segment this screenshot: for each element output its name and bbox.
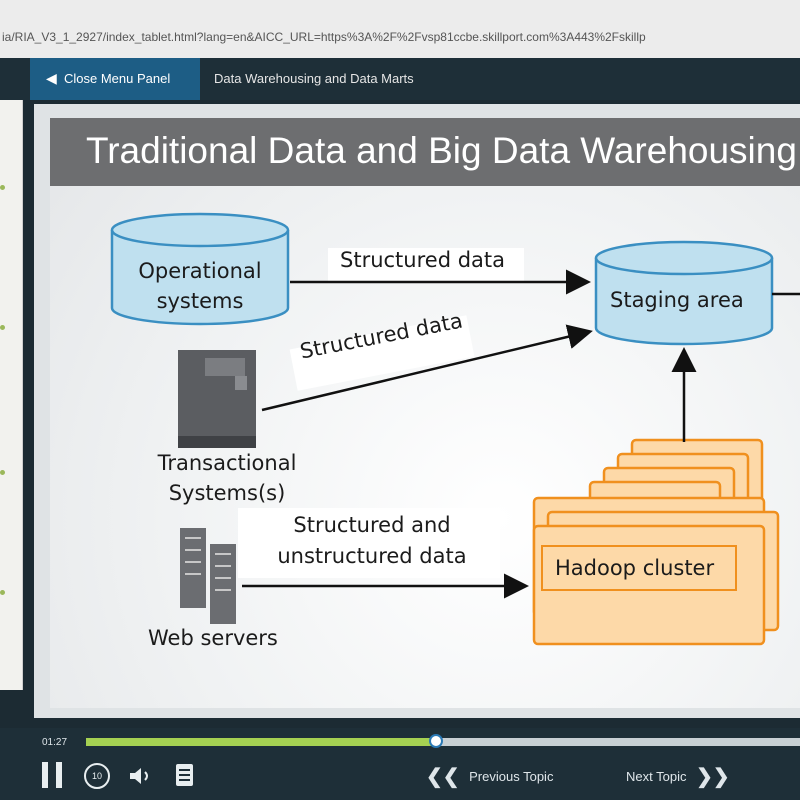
arrow-label-bg xyxy=(238,508,500,578)
seek-progress xyxy=(86,738,436,746)
progress-dot xyxy=(0,470,5,475)
diagram xyxy=(110,212,800,646)
slide-header: Traditional Data and Big Data Warehousin… xyxy=(50,118,800,186)
transactional-systems-label: Transactional Systems(s) xyxy=(142,448,312,508)
arrow-label-bg xyxy=(289,315,475,391)
arrow-label-line: Structured and xyxy=(293,513,451,537)
transcript-icon xyxy=(179,769,190,771)
next-topic-button[interactable]: Next Topic ❯❯ xyxy=(620,764,730,789)
previous-topic-label: Previous Topic xyxy=(469,769,554,784)
transcript-button[interactable] xyxy=(176,764,193,786)
arrow-label-structured-data: Structured data xyxy=(340,248,505,272)
transcript-icon xyxy=(179,779,190,781)
operational-systems-label: Operational systems xyxy=(128,256,272,316)
web-servers-label: Web servers xyxy=(148,626,278,650)
pause-icon xyxy=(56,762,62,788)
hadoop-cluster-stack xyxy=(532,438,780,646)
double-chevron-left-icon: ❮❮ xyxy=(426,766,460,788)
transcript-icon xyxy=(179,774,190,776)
arrow-label-bg xyxy=(328,248,524,282)
next-topic-label: Next Topic xyxy=(626,769,687,784)
transactional-systems-label-line: Systems(s) xyxy=(168,481,286,505)
progress-dot xyxy=(0,325,5,330)
pause-icon xyxy=(42,762,48,788)
chevron-left-icon: ◀ xyxy=(46,70,57,86)
progress-dot xyxy=(0,185,5,190)
elapsed-time: 01:27 xyxy=(42,737,68,748)
volume-button[interactable] xyxy=(128,766,154,786)
previous-topic-button[interactable]: ❮❮ Previous Topic xyxy=(426,764,559,789)
progress-dot xyxy=(0,590,5,595)
close-menu-panel-button[interactable]: ◀ Close Menu Panel xyxy=(30,58,200,100)
replay-icon: 10 xyxy=(91,771,102,781)
hadoop-cluster-label-box xyxy=(541,545,737,591)
seek-handle[interactable] xyxy=(429,734,443,748)
browser-address-bar[interactable]: ia/RIA_V3_1_2927/index_tablet.html?lang=… xyxy=(0,0,800,59)
seek-track[interactable] xyxy=(86,738,800,746)
volume-icon xyxy=(130,768,148,784)
operational-systems-cylinder xyxy=(110,212,290,326)
pause-button[interactable] xyxy=(42,762,64,788)
transactional-systems-label-line: Transactional xyxy=(157,451,297,475)
slide-title: Traditional Data and Big Data Warehousin… xyxy=(86,130,797,171)
web-servers-icon xyxy=(180,528,236,624)
menu-panel-strip[interactable] xyxy=(0,100,23,690)
close-menu-panel-label: Close Menu Panel xyxy=(64,71,171,86)
course-title: Data Warehousing and Data Marts xyxy=(214,71,414,86)
arrow-label-structured-unstructured: Structured and unstructured data xyxy=(262,510,482,572)
arrow-label-line: unstructured data xyxy=(277,544,467,568)
double-chevron-right-icon: ❯❯ xyxy=(696,766,730,788)
operational-systems-label-line: Operational xyxy=(138,259,262,283)
operational-systems-label-line: systems xyxy=(156,289,244,313)
url-text[interactable]: ia/RIA_V3_1_2927/index_tablet.html?lang=… xyxy=(2,30,646,44)
replay-10-button[interactable]: 10 xyxy=(84,763,110,789)
transactional-server-icon xyxy=(178,350,256,448)
staging-area-label: Staging area xyxy=(610,288,744,312)
arrow-transactional-to-staging xyxy=(261,324,593,412)
staging-area-cylinder xyxy=(594,240,774,346)
hadoop-cluster-label: Hadoop cluster xyxy=(555,556,715,580)
slide-canvas: Traditional Data and Big Data Warehousin… xyxy=(50,118,800,708)
